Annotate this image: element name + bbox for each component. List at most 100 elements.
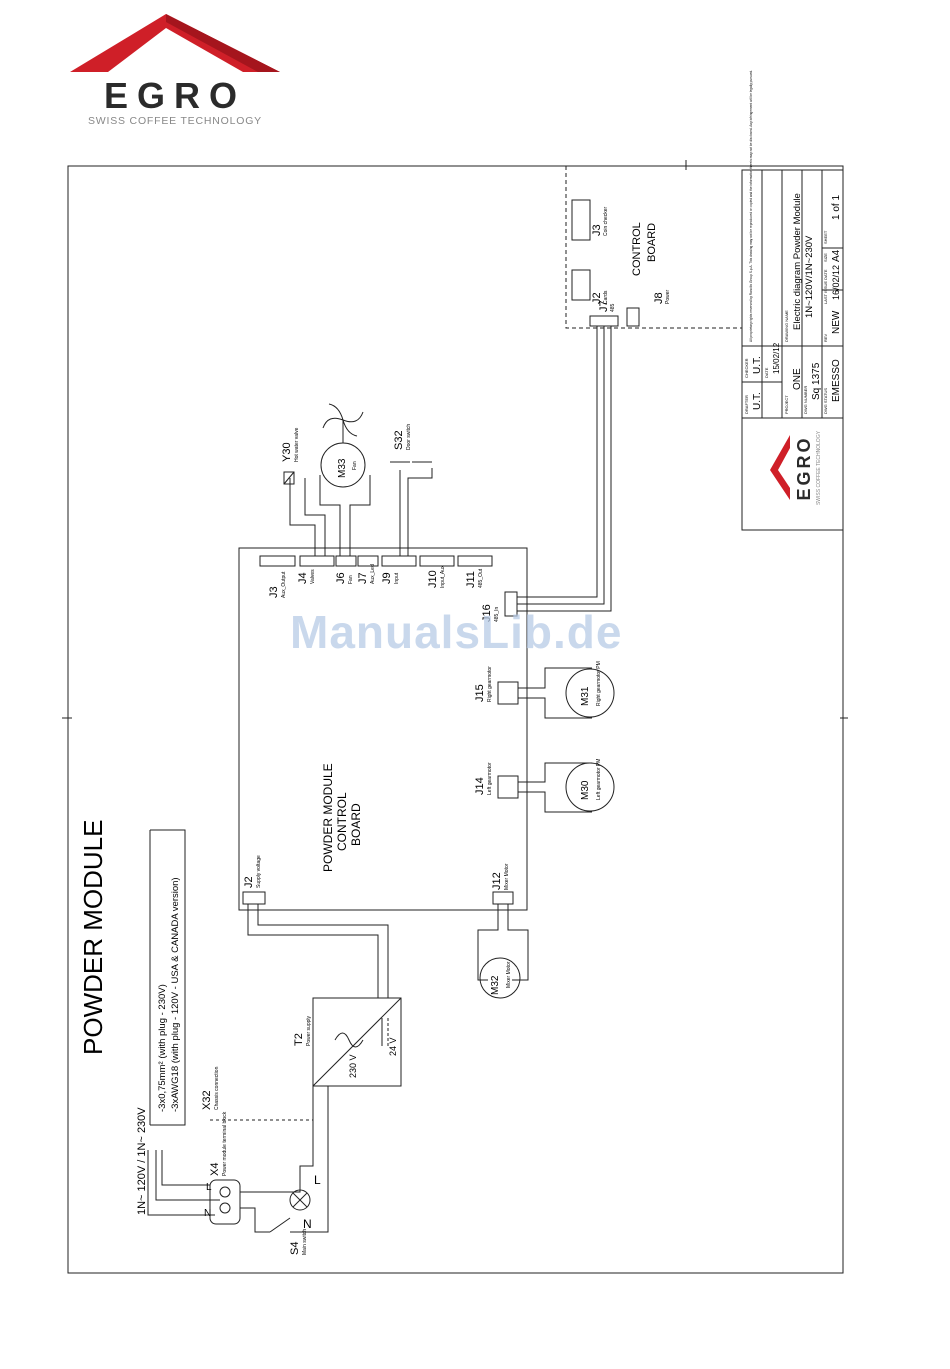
y30-tag: Y30	[281, 442, 293, 462]
tb-rev-label: REV	[823, 333, 828, 342]
connector-j2	[242, 891, 266, 905]
cable-spec-line1: -3x0,75mm² (with plug - 230V)	[157, 984, 168, 1112]
m32-desc: Mixer Motor	[506, 961, 512, 988]
motor-m30-icon	[565, 762, 615, 812]
connector-j14	[497, 775, 519, 799]
wire-n-label: N	[303, 1217, 312, 1231]
machine-j3-tag: J3	[591, 224, 603, 236]
m31-tag: M31	[580, 686, 591, 706]
tb-size: A4	[831, 249, 842, 262]
cable-spec-line2: -3xAWG18 (with plug - 120V - USA & CANAD…	[170, 877, 181, 1112]
tb-sheet-label: SHEET	[823, 230, 828, 244]
motor-m32-icon	[479, 957, 521, 999]
tb-drafter-label: DRAFTER	[744, 395, 749, 414]
j15-tag: J15	[474, 684, 486, 702]
title-block	[741, 169, 844, 531]
x4-n-label: N	[204, 1208, 211, 1219]
board-title-1: POWDER MODULE	[321, 763, 335, 872]
j7-desc: Aux_Led	[370, 564, 376, 584]
tb-drawing-name-1: Electric diagram Powder Module	[792, 193, 803, 330]
connector-j2-cards	[571, 269, 591, 301]
svg-text:EGRO: EGRO	[794, 435, 814, 500]
tb-checker-label: CHECKER	[744, 358, 749, 378]
tb-rev: NEW	[831, 310, 842, 334]
j6-desc: Fan	[348, 575, 354, 584]
j14-desc: Left gearmotor	[487, 762, 493, 795]
j10-tag: J10	[427, 570, 439, 588]
j3-desc: Aux_Output	[281, 571, 287, 598]
j11-tag: J11	[465, 571, 477, 588]
title-block-logo: EGRO SWISS COFFEE TECHNOLOGY	[770, 430, 822, 505]
tb-project-label: PROJECT	[784, 395, 789, 414]
tb-drawing-name-label: DRAWING NAME	[784, 310, 789, 342]
m33-desc: Fan	[352, 461, 358, 470]
j2-desc: Supply voltage	[256, 855, 262, 888]
svg-text:SWISS COFFEE TECHNOLOGY: SWISS COFFEE TECHNOLOGY	[816, 430, 822, 505]
s32-desc: Door switch	[406, 424, 412, 450]
machine-board-title-1: CONTROL	[631, 222, 643, 276]
wire-l-label: L	[314, 1173, 321, 1187]
title-block-logo-roof-icon	[770, 435, 790, 500]
connector-j7	[357, 555, 379, 567]
logo-tagline: SWISS COFFEE TECHNOLOGY	[88, 115, 262, 127]
s4-desc: Main switch	[302, 1229, 308, 1255]
tb-drawing-name-2: 1N~120V/1N~230V	[804, 235, 815, 318]
connector-j10	[419, 555, 455, 567]
powder-module-control-board	[238, 547, 528, 911]
j15-desc: Right gearmotor	[487, 666, 493, 702]
j14-tag: J14	[474, 777, 486, 795]
tb-dwg-number: Sq 1375	[811, 362, 822, 400]
connector-j9	[381, 555, 417, 567]
m30-desc: Left gearmotor PM	[596, 759, 602, 800]
j4-desc: Valves	[310, 569, 316, 584]
m31-desc: Right gearmotor PM	[596, 661, 602, 706]
drawing-frame	[67, 165, 844, 1274]
machine-j8-desc: Power	[665, 289, 671, 304]
logo-wordmark: EGRO	[104, 75, 246, 116]
machine-j7-tag: J7	[598, 300, 610, 312]
indicator-lamp-icon	[289, 1189, 311, 1211]
machine-j2-tag: J2	[591, 292, 603, 304]
motor-m31-icon	[565, 668, 615, 718]
x4-tag: X4	[209, 1163, 221, 1176]
connector-j7-machine	[589, 315, 619, 327]
j11-desc: 485_Out	[478, 568, 484, 588]
terminal-block-x4	[209, 1179, 241, 1225]
s32-tag: S32	[393, 430, 405, 450]
watermark: ManualsLib.de	[290, 606, 623, 658]
connector-j3	[259, 555, 296, 567]
machine-control-board-outline	[565, 166, 742, 329]
tb-date: 15/02/12	[772, 342, 781, 374]
t2-desc: Power supply	[306, 1015, 312, 1046]
connector-j3-coin	[571, 199, 591, 241]
tb-size-label: SIZE	[823, 253, 828, 262]
tb-dwg-status: EMESSO	[831, 359, 842, 402]
tb-sheet: 1 of 1	[831, 195, 842, 220]
x32-desc: Chassis connection	[214, 1066, 220, 1110]
tb-dwg-number-label: DWG NUMBER	[803, 386, 808, 414]
m30-tag: M30	[580, 780, 591, 800]
machine-j2-desc: Cards	[603, 290, 609, 304]
connector-j11	[457, 555, 493, 567]
j2-tag: J2	[243, 876, 255, 888]
t2-vout: 24 V	[388, 1037, 398, 1056]
board-title-2: CONTROL	[335, 792, 349, 851]
connector-j15	[497, 681, 519, 705]
power-supply-t2	[312, 997, 402, 1087]
y30-desc: Hot water valve	[294, 427, 300, 462]
s4-tag: S4	[289, 1242, 301, 1255]
j12-tag: J12	[491, 872, 503, 890]
x32-tag: X32	[201, 1090, 213, 1110]
j10-desc: Input_Aux	[440, 565, 446, 588]
j12-desc: Mixer Motor	[504, 863, 510, 890]
tb-dwg-status-label: DWG STATUS	[823, 388, 828, 414]
valve-y30-icon	[283, 471, 295, 485]
cable-spec-box	[150, 829, 186, 1126]
tb-project: ONE	[792, 368, 803, 390]
connector-j8-power	[626, 307, 640, 327]
machine-j7-desc: 485	[610, 303, 616, 312]
logo-roof-icon	[70, 14, 280, 72]
egro-logo: EGRO SWISS COFFEE TECHNOLOGY	[70, 14, 280, 127]
j16-tag: J16	[481, 604, 493, 622]
